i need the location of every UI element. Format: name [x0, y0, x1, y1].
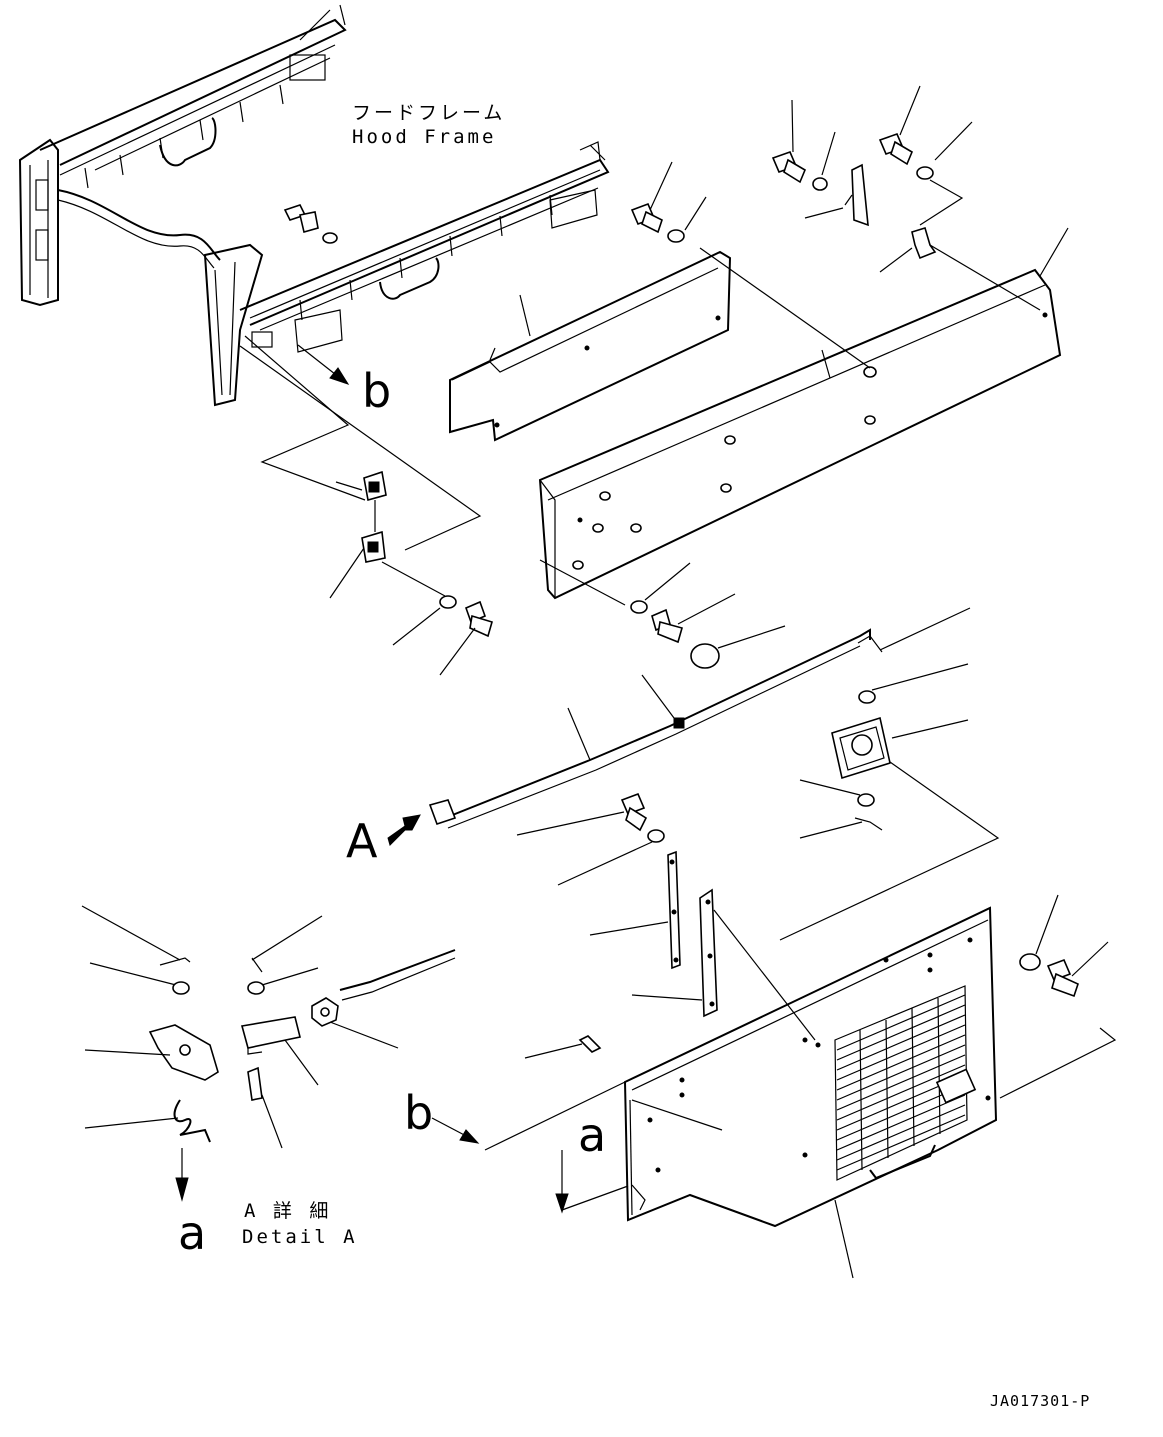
view-a-label: A	[346, 814, 378, 868]
lock-hardware	[779, 607, 1000, 941]
side-plate-upper	[449, 250, 732, 442]
hood-top-cover	[538, 268, 1062, 600]
reference-arrows	[387, 814, 629, 1214]
hood-frame	[18, 4, 610, 407]
support-rod	[428, 628, 871, 829]
clip-assembly	[239, 335, 786, 676]
door-grille	[836, 994, 966, 1171]
hood-frame-label-en: Hood Frame	[352, 126, 497, 148]
reference-a-detail: a	[178, 1206, 207, 1260]
detail-a-label-en: Detail A	[242, 1226, 358, 1248]
center-strips	[516, 792, 816, 1041]
hood-frame-label-jp: フードフレーム	[352, 102, 506, 124]
detail-a-label-jp: A 詳 細	[244, 1200, 332, 1222]
drawing-code: JA017301-P	[990, 1392, 1091, 1410]
detail-a-parts	[81, 905, 456, 1202]
top-hardware	[519, 85, 1069, 369]
side-door-panel	[524, 906, 998, 1279]
panel-hardware-right	[999, 894, 1117, 1099]
reference-a-lower: a	[578, 1108, 607, 1162]
reference-b-top: b	[362, 364, 392, 418]
reference-b-lower: b	[404, 1086, 434, 1140]
